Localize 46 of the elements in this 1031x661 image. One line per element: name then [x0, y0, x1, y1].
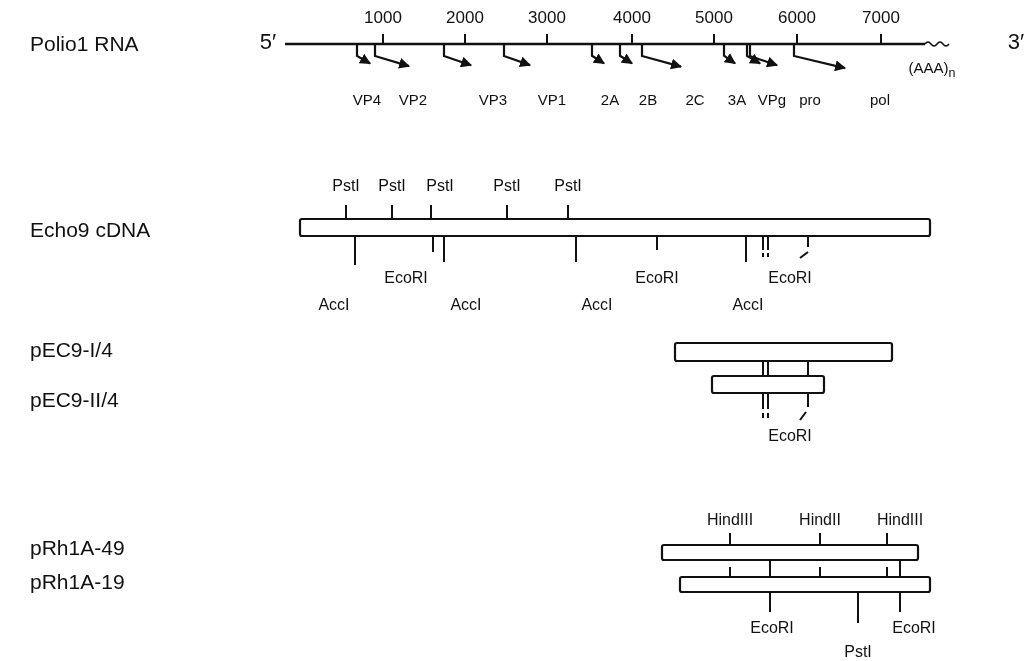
restriction-site-label: AccI [581, 296, 613, 314]
restriction-site-label: HindII [799, 511, 841, 529]
restriction-site-label: HindIII [876, 511, 924, 529]
restriction-site-label: EcoRI [768, 427, 812, 445]
restriction-site-label: EcoRI [384, 269, 428, 287]
restriction-site-label: EcoRI [750, 619, 794, 637]
gene-label: VP4 [352, 91, 382, 109]
restriction-site-label: PstI [554, 177, 582, 195]
restriction-site-label: AccI [732, 296, 764, 314]
restriction-site-label: PstI [378, 177, 406, 195]
gene-label: VP1 [537, 91, 567, 109]
scale-number: 5000 [695, 8, 733, 28]
restriction-site-label: PstI [426, 177, 454, 195]
gene-label: 2B [638, 91, 658, 109]
restriction-site-label: EcoRI [768, 269, 812, 287]
sequence-name: Polio1 RNA [30, 32, 139, 56]
end-label: 5′ [259, 29, 277, 55]
scale-number: 6000 [778, 8, 816, 28]
restriction-site-label: AccI [318, 296, 350, 314]
gene-label: 2C [685, 91, 705, 109]
sequence-name: pEC9-II/4 [30, 388, 119, 412]
restriction-site-label: EcoRI [635, 269, 679, 287]
sequence-name: Echo9 cDNA [30, 218, 151, 242]
restriction-site-label: PstI [493, 177, 521, 195]
sequence-name: pRh1A-49 [30, 536, 125, 560]
scale-number: 4000 [613, 8, 651, 28]
gene-label: VP2 [398, 91, 428, 109]
restriction-site-label: PstI [844, 643, 872, 661]
scale-number: 1000 [364, 8, 402, 28]
gene-label: pro [799, 91, 821, 109]
gene-label: VPg [757, 91, 787, 109]
restriction-site-label: HindIII [706, 511, 754, 529]
scale-number: 2000 [446, 8, 484, 28]
restriction-site-label: AccI [450, 296, 482, 314]
scale-number: 7000 [862, 8, 900, 28]
gene-label: 3A [727, 91, 747, 109]
sequence-name: pRh1A-19 [30, 570, 125, 594]
gene-label: VP3 [478, 91, 508, 109]
restriction-site-label: PstI [332, 177, 360, 195]
poly-a-tail-label: (AAA)$_{n}$ [908, 59, 956, 81]
sequence-name: pEC9-I/4 [30, 338, 113, 362]
gene-label: 2A [600, 91, 620, 109]
scale-number: 3000 [528, 8, 566, 28]
end-label: 3′ [1007, 29, 1025, 55]
gene-label: pol [870, 91, 890, 109]
restriction-site-label: EcoRI [892, 619, 936, 637]
